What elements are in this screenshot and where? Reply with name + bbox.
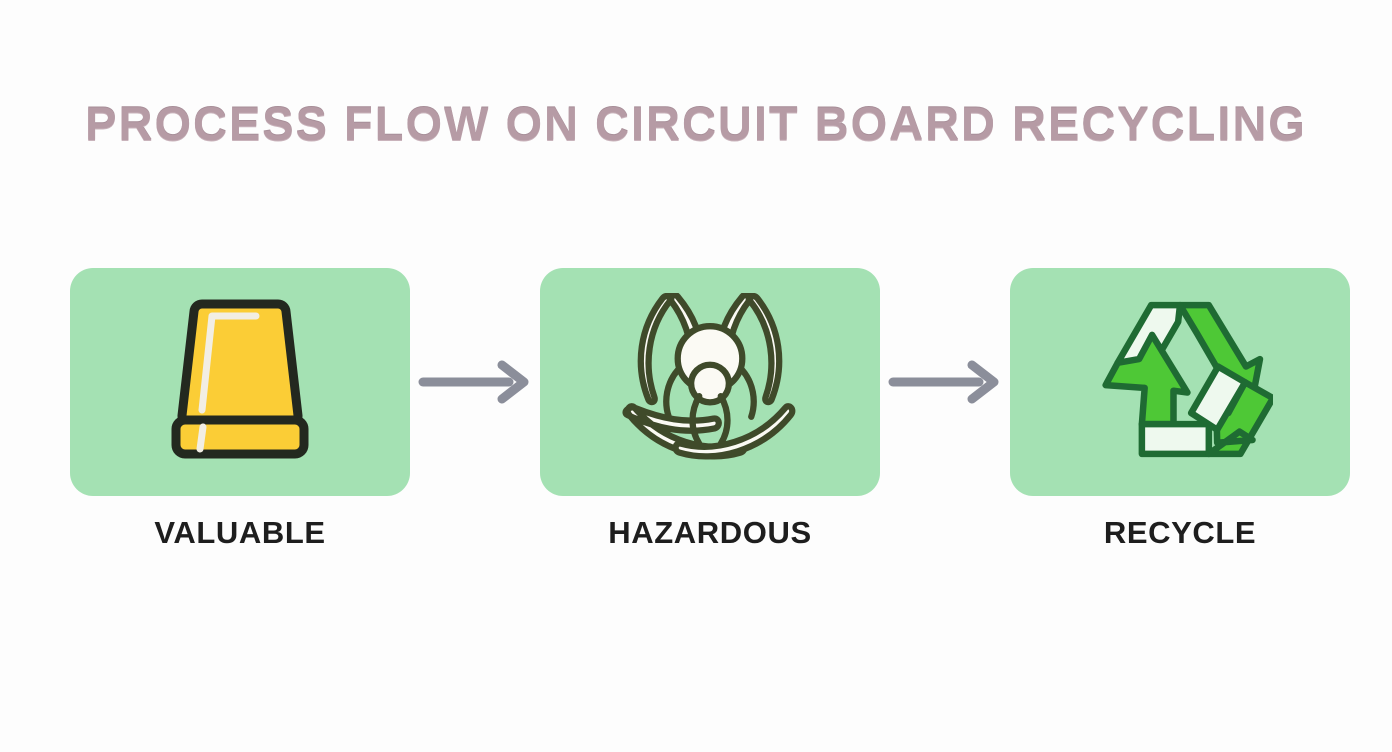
step-label-hazardous: HAZARDOUS: [608, 515, 812, 550]
recycle-icon: [1087, 294, 1277, 471]
yellow-container-icon: [160, 290, 320, 475]
card-hazardous[interactable]: [540, 268, 880, 496]
process-step-hazardous[interactable]: HAZARDOUS: [540, 268, 880, 551]
connector-2: [880, 268, 1010, 496]
biohazard-icon: [620, 290, 800, 472]
process-step-valuable[interactable]: VALUABLE: [70, 268, 410, 551]
card-valuable[interactable]: [70, 268, 410, 496]
arrow-right-icon: [417, 359, 533, 405]
step-label-valuable: VALUABLE: [154, 515, 326, 550]
step-label-recycle: RECYCLE: [1103, 515, 1257, 550]
process-step-recycle[interactable]: RECYCLE: [1010, 268, 1350, 551]
page-title: PROCESS FLOW ON CIRCUIT BOARD RECYCLING: [85, 97, 1307, 150]
process-flow-row: VALUABLE: [70, 268, 1350, 558]
arrow-right-icon: [887, 359, 1003, 405]
connector-1: [410, 268, 540, 496]
card-recycle[interactable]: [1010, 268, 1350, 496]
